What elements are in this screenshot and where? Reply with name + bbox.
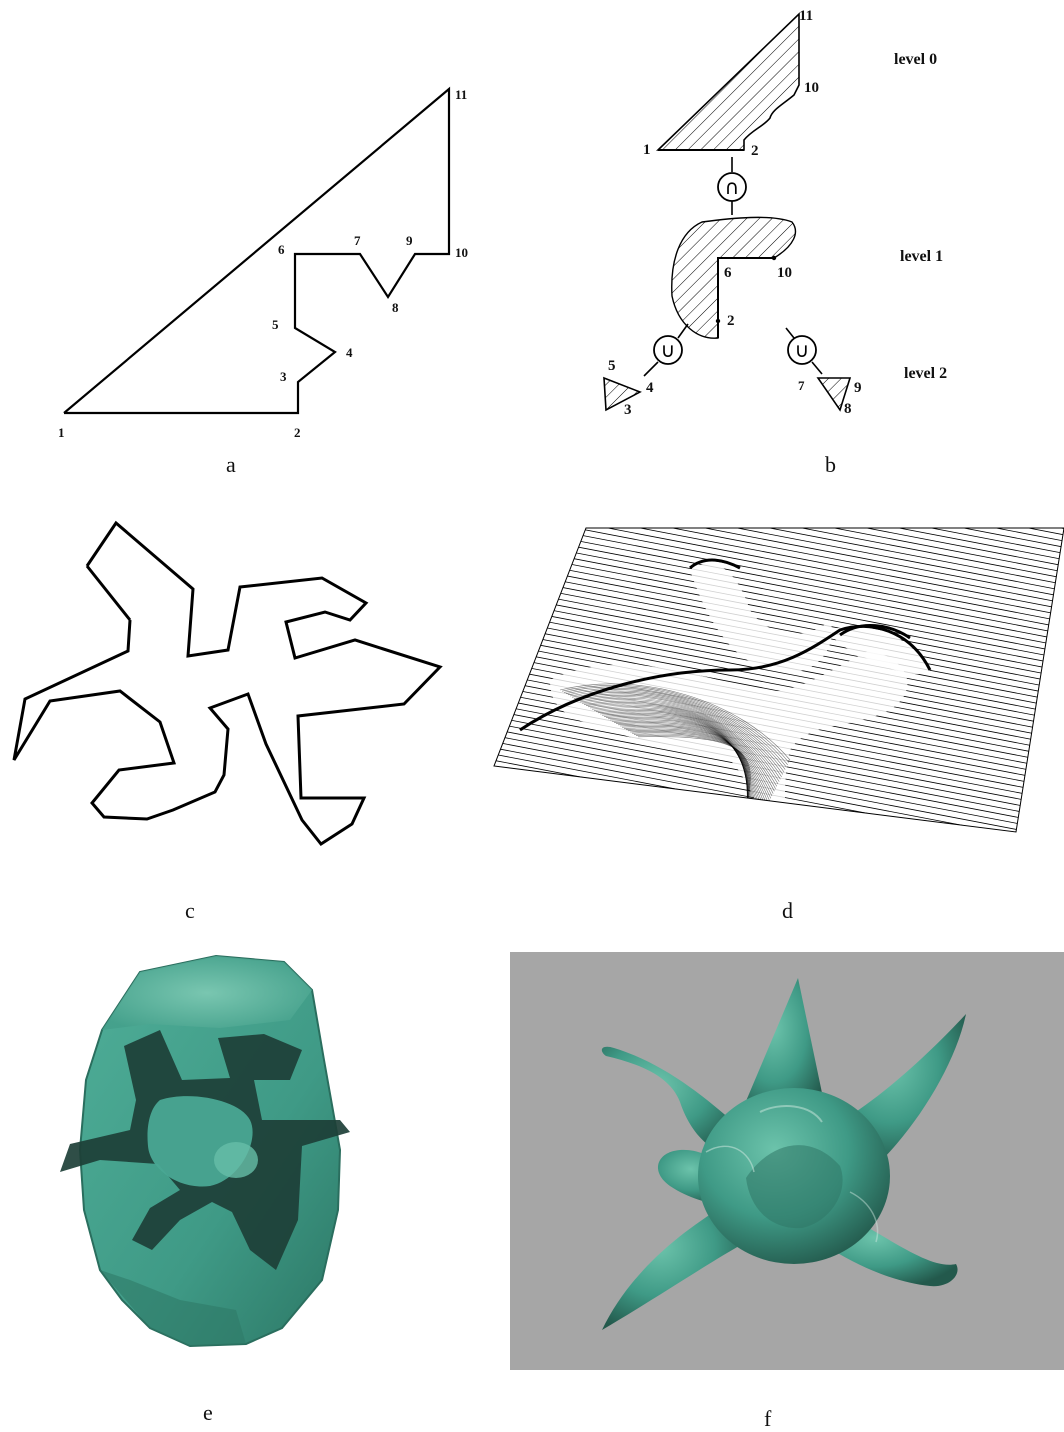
b-label-2: 2 bbox=[751, 143, 759, 159]
b2-label-8: 8 bbox=[844, 401, 852, 417]
b-label-11: 11 bbox=[799, 8, 813, 24]
b1-label-10: 10 bbox=[777, 265, 792, 281]
level-2-label: level 2 bbox=[904, 365, 947, 382]
b1-label-2: 2 bbox=[727, 313, 735, 329]
contour-path bbox=[14, 523, 440, 844]
caption-c: c bbox=[185, 898, 195, 924]
level-0-label: level 0 bbox=[894, 51, 937, 68]
block-render bbox=[40, 950, 380, 1380]
union-symbol-right: ∪ bbox=[795, 338, 810, 362]
level0-shape bbox=[658, 14, 799, 150]
star-render bbox=[510, 952, 1064, 1370]
surface-lines bbox=[490, 520, 1064, 880]
panel-a-polygon: 1 2 3 4 5 6 7 8 9 10 11 a bbox=[0, 0, 532, 470]
vertex-label-10: 10 bbox=[455, 245, 468, 260]
polygon-outline bbox=[64, 89, 449, 413]
vertex-label-3: 3 bbox=[280, 369, 287, 384]
render-background bbox=[510, 952, 1064, 1370]
vertex-label-6: 6 bbox=[278, 242, 285, 257]
b2-label-3: 3 bbox=[624, 402, 632, 418]
vertex-label-7: 7 bbox=[354, 233, 361, 248]
b1-label-6: 6 bbox=[724, 265, 732, 281]
panel-b-csg-tree: 11 10 1 2 level 0 ∩ 6 10 2 level 1 ∪ 5 4… bbox=[532, 0, 1064, 490]
caption-e: e bbox=[203, 1400, 213, 1426]
level-1-label: level 1 bbox=[900, 248, 943, 265]
level2-left-shape bbox=[604, 378, 640, 410]
b2-label-4: 4 bbox=[646, 380, 654, 396]
vertex-label-9: 9 bbox=[406, 233, 413, 248]
panel-f-star-render: f bbox=[510, 952, 1064, 1422]
vertex-label-11: 11 bbox=[455, 87, 467, 102]
caption-f: f bbox=[764, 1406, 771, 1432]
b2-label-9: 9 bbox=[854, 380, 862, 396]
intersection-symbol: ∩ bbox=[725, 175, 740, 199]
vertex-label-1: 1 bbox=[58, 425, 65, 440]
b2-label-7: 7 bbox=[798, 378, 805, 393]
panel-c-outline: c bbox=[0, 510, 470, 930]
polygon-diagram: 1 2 3 4 5 6 7 8 9 10 11 bbox=[0, 0, 532, 470]
b-label-10: 10 bbox=[804, 80, 819, 96]
csg-tree-diagram: 11 10 1 2 level 0 ∩ 6 10 2 level 1 ∪ 5 4… bbox=[532, 0, 1064, 490]
caption-d: d bbox=[782, 898, 793, 924]
vertex-label-4: 4 bbox=[346, 345, 353, 360]
caption-b: b bbox=[825, 452, 836, 478]
union-symbol-left: ∪ bbox=[661, 338, 676, 362]
outline-shape bbox=[0, 510, 470, 870]
caption-a: a bbox=[226, 452, 236, 478]
surface-wireframe bbox=[490, 520, 1064, 880]
b2-label-5: 5 bbox=[608, 358, 616, 374]
vertex-label-8: 8 bbox=[392, 300, 399, 315]
vertex-label-5: 5 bbox=[272, 317, 279, 332]
b-label-1: 1 bbox=[643, 142, 651, 158]
vertex-label-2: 2 bbox=[294, 425, 301, 440]
panel-e-block-render: e bbox=[40, 950, 380, 1420]
panel-d-surface-plot: d bbox=[490, 520, 1064, 930]
